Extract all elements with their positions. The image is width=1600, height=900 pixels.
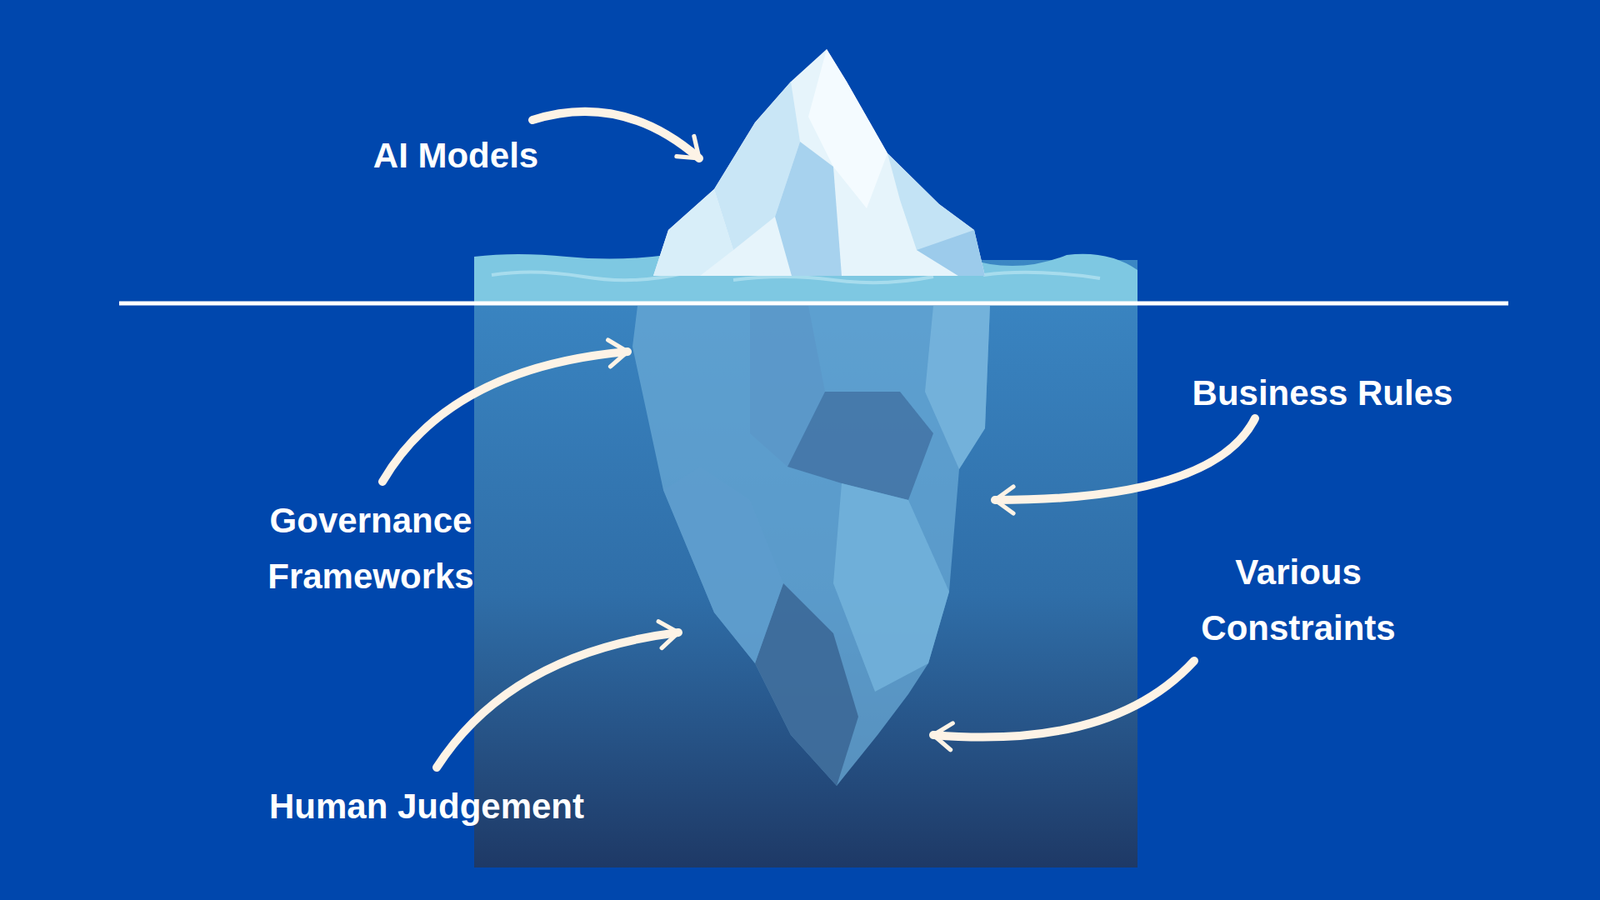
- leader-arrows: [382, 111, 1255, 768]
- iceberg-underwater: [632, 305, 990, 786]
- leader-arrow: [436, 632, 679, 768]
- iceberg-facet: [916, 230, 985, 276]
- callout-label: Governance Frameworks: [237, 492, 505, 605]
- leader-arrow: [532, 111, 700, 159]
- callout-label: Human Judgement: [193, 778, 660, 835]
- iceberg-facet: [925, 305, 990, 470]
- callout-label: AI Models: [247, 127, 665, 184]
- callout-label: Business Rules: [1114, 365, 1531, 421]
- water-body: [474, 260, 1138, 868]
- waterline: [119, 301, 1509, 306]
- iceberg-tip: [653, 49, 985, 276]
- leader-arrow: [382, 351, 628, 482]
- callout-label: Various Constraints: [1165, 544, 1432, 656]
- iceberg-facet: [787, 391, 934, 500]
- leader-arrow: [995, 418, 1255, 500]
- iceberg-facet: [653, 189, 734, 276]
- iceberg-facet: [833, 483, 950, 692]
- leader-arrow: [933, 660, 1195, 738]
- iceberg-facet: [775, 141, 842, 276]
